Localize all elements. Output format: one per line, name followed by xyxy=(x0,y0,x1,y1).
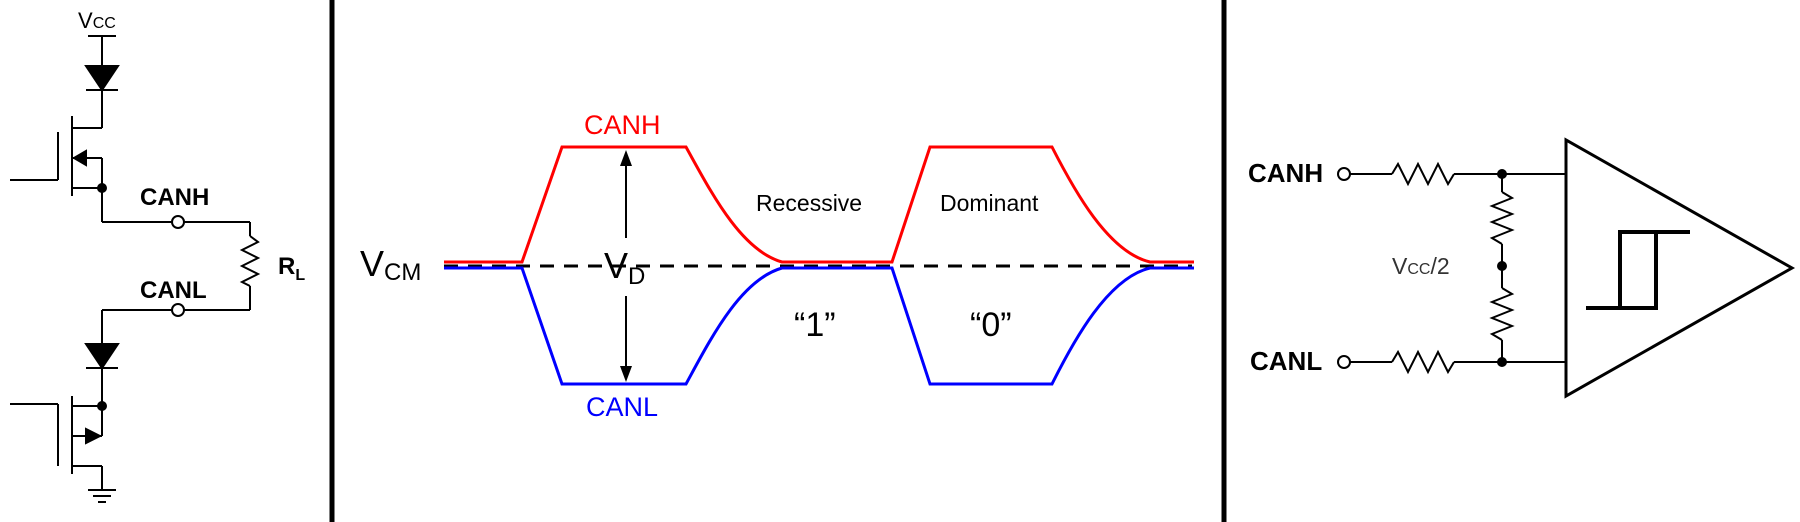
waveform-panel xyxy=(444,145,1194,386)
upper-fet-arrow-icon xyxy=(72,149,87,167)
midpoint-label: VCC/2 xyxy=(1392,253,1450,279)
dominant-label: Dominant xyxy=(940,190,1039,216)
driver-canl-label: CANL xyxy=(140,277,207,304)
vd-arrow-down-icon xyxy=(620,366,632,382)
vd-label: VD xyxy=(604,245,645,290)
hysteresis-icon xyxy=(1586,230,1690,310)
receiver-canl-label: CANL xyxy=(1250,346,1322,376)
driver-canh-label: CANH xyxy=(140,184,209,211)
wave-canh-label: CANH xyxy=(584,110,661,140)
recessive-label: Recessive xyxy=(756,190,862,216)
supply-label: VCC xyxy=(78,8,116,33)
driver-circuit xyxy=(10,35,261,503)
bit-zero-label: “0” xyxy=(970,306,1012,344)
lower-diode-icon xyxy=(84,343,120,370)
upper-diode-icon xyxy=(84,65,120,92)
receiver-canh-label: CANH xyxy=(1248,158,1323,188)
canh-input-resistor-icon xyxy=(1391,161,1455,187)
vcm-label: VCM xyxy=(360,243,421,286)
divider-lower-resistor-icon xyxy=(1489,287,1515,341)
bit-one-label: “1” xyxy=(794,306,836,344)
receiver-circuit xyxy=(1337,137,1796,399)
load-resistor-label: RL xyxy=(278,253,305,284)
canh-waveform xyxy=(444,145,1194,264)
canl-terminal xyxy=(171,303,185,317)
comparator-icon xyxy=(1564,137,1796,399)
lower-fet-arrow-icon xyxy=(85,427,103,445)
load-resistor-icon xyxy=(239,235,261,287)
vd-arrow-up-icon xyxy=(620,150,632,166)
wave-canl-label: CANL xyxy=(586,392,658,422)
canl-input-resistor-icon xyxy=(1391,349,1455,375)
receiver-canl-terminal xyxy=(1337,355,1351,369)
canl-waveform xyxy=(444,266,1194,386)
receiver-canh-terminal xyxy=(1337,167,1351,181)
divider-upper-resistor-icon xyxy=(1489,191,1515,245)
canh-terminal xyxy=(171,215,185,229)
